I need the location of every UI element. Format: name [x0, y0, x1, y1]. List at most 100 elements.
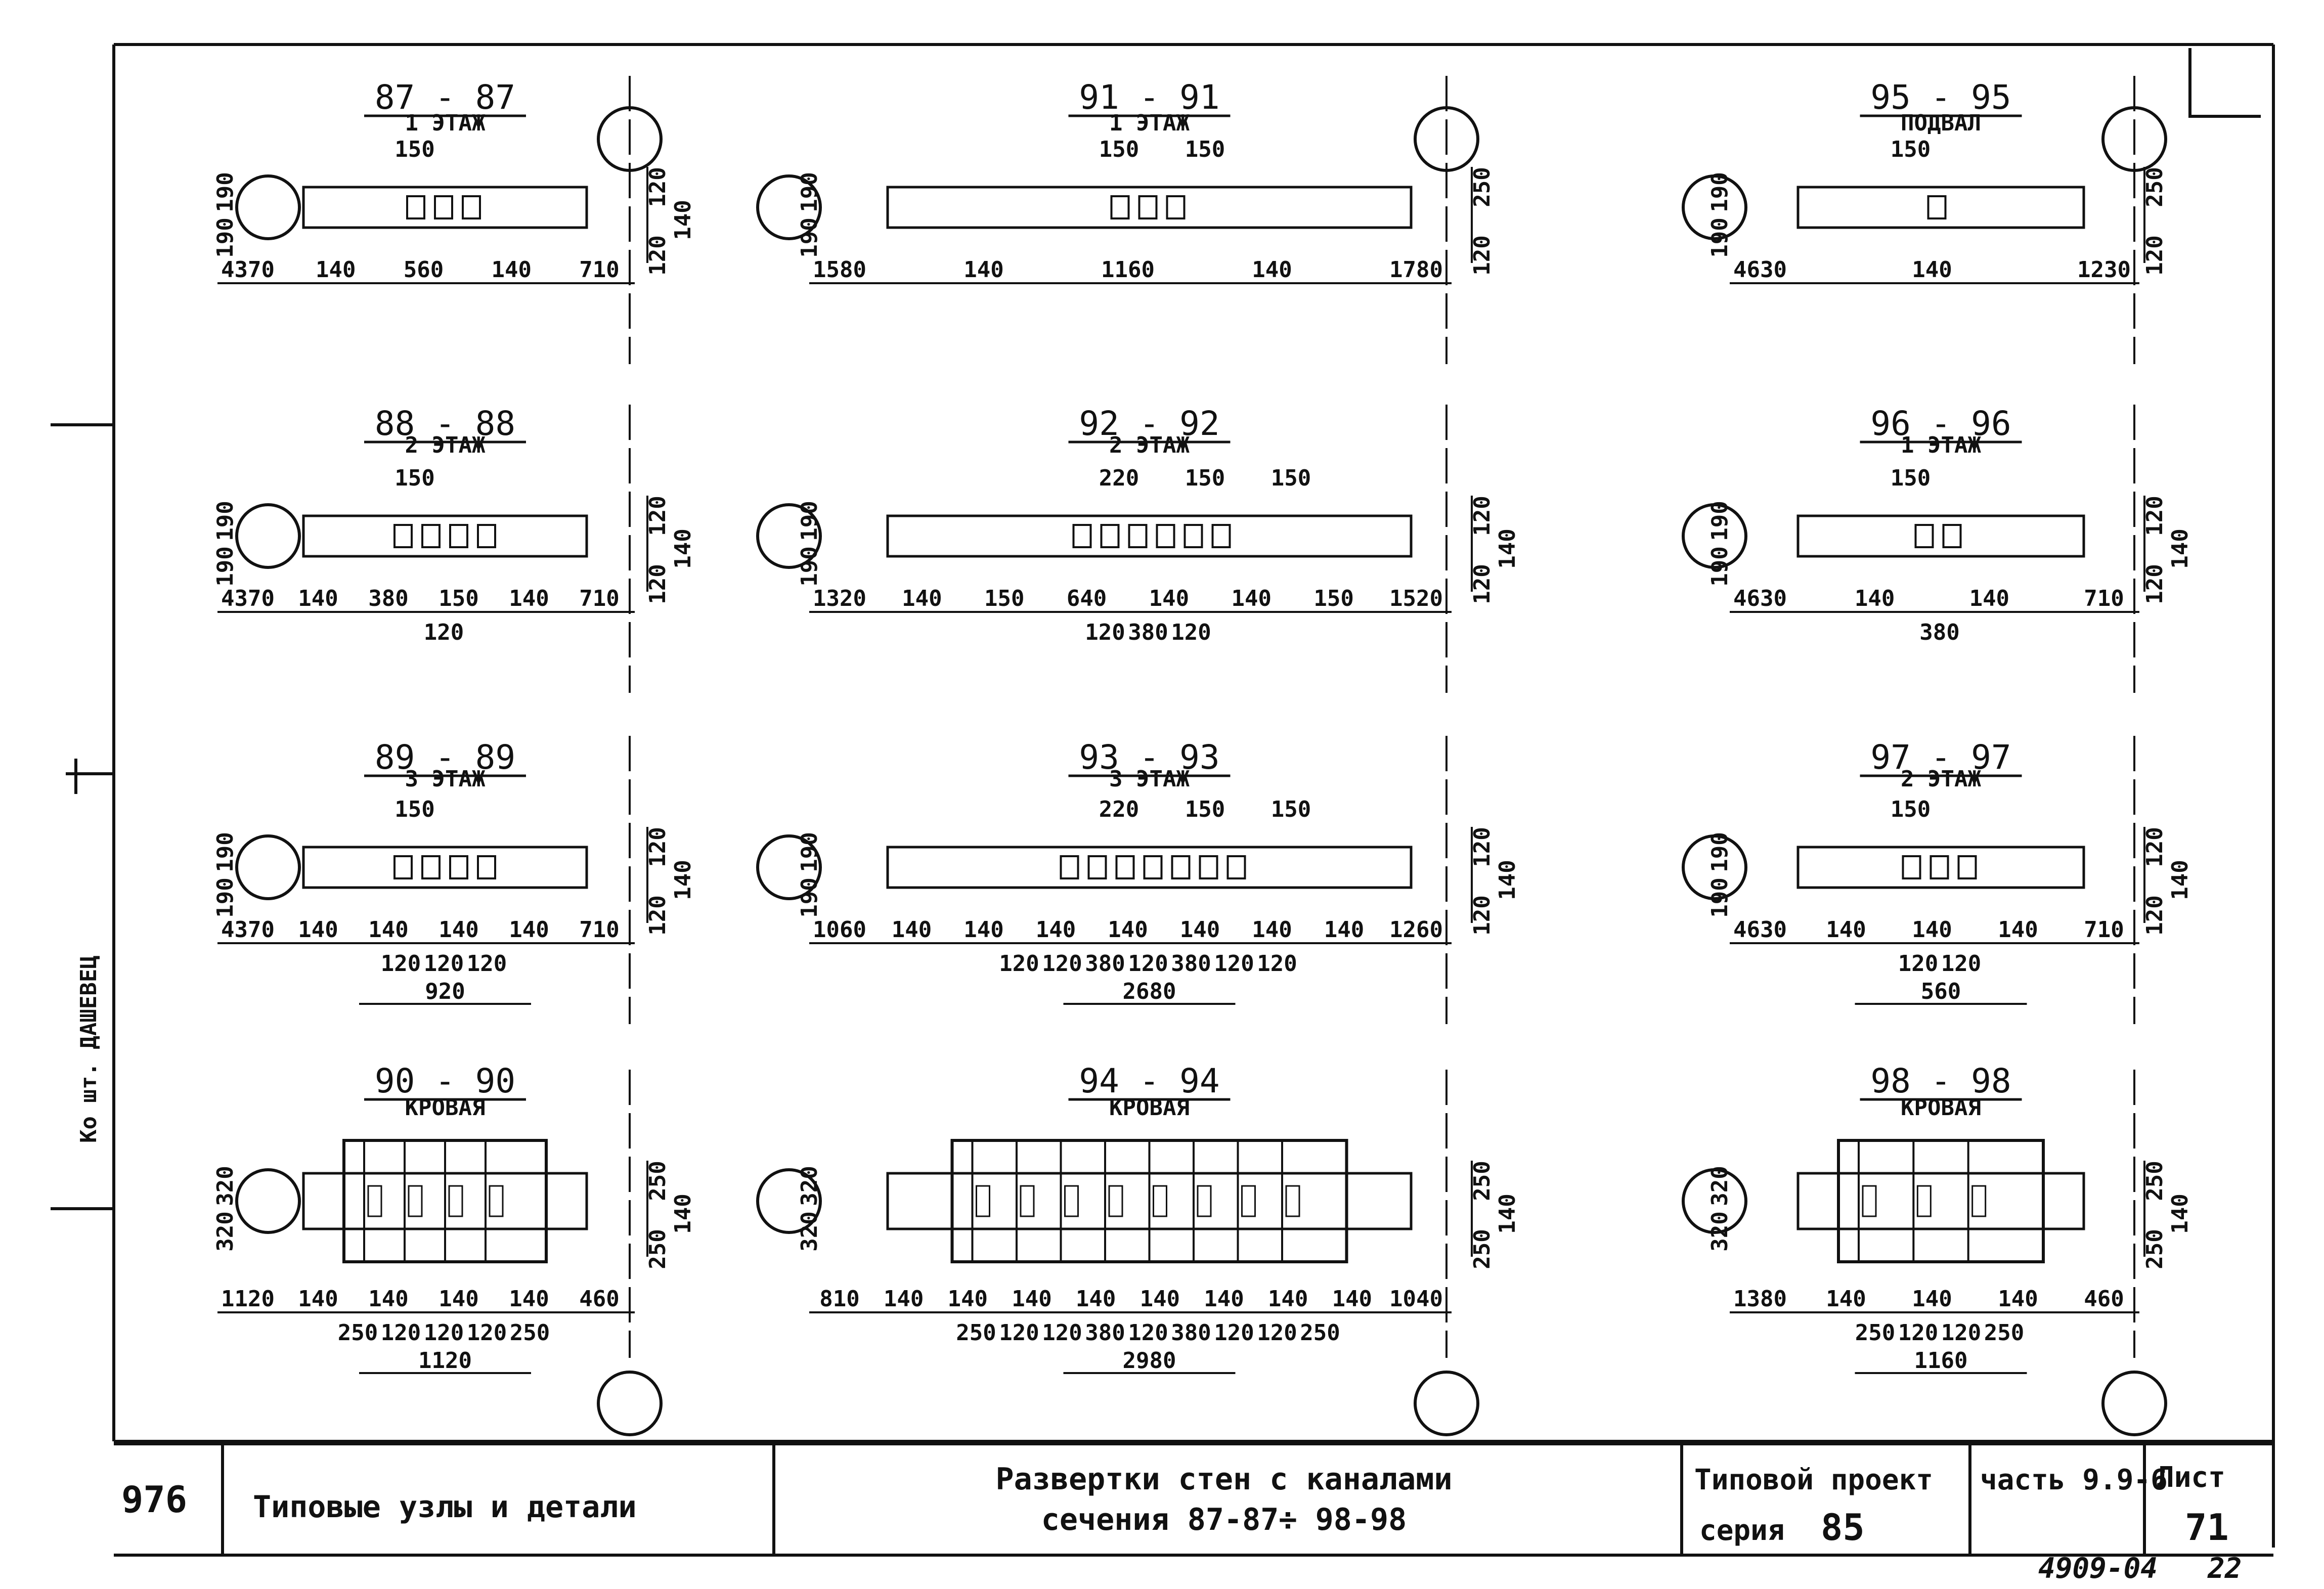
dim-width: 460 — [2084, 1286, 2124, 1312]
dim-thickness: 120 — [645, 564, 671, 604]
dim-width: 140 — [1998, 917, 2038, 943]
dim-wall-gap: 190 — [797, 501, 822, 541]
dim-top-note: 150 — [1271, 797, 1311, 822]
section-title: 88 - 88 — [375, 404, 515, 443]
dim-thickness: 250 — [645, 1161, 671, 1201]
section-title: 95 - 95 — [1870, 78, 2011, 117]
dim-sub-note: 120 — [467, 951, 507, 977]
dim-total-thickness: 140 — [670, 1194, 696, 1233]
dim-sub-note: 120 — [999, 951, 1039, 977]
channel-opening — [434, 195, 453, 219]
dim-wall-gap: 190 — [797, 877, 822, 917]
dim-width: 460 — [579, 1286, 619, 1312]
dim-thickness: 120 — [2142, 564, 2168, 604]
dim-wall-gap: 190 — [212, 832, 238, 872]
dim-thickness: 120 — [645, 167, 671, 207]
dim-width: 140 — [298, 917, 338, 943]
dim-wall-gap: 190 — [1707, 877, 1733, 917]
dim-width: 1520 — [1389, 586, 1443, 611]
dim-width: 4370 — [221, 917, 275, 943]
channel-opening — [1183, 524, 1203, 548]
dim-total-thickness: 140 — [2167, 528, 2193, 568]
dim-sub-note: 380 — [1128, 620, 1168, 645]
dim-sub-note: 120 — [1257, 951, 1297, 977]
section-floor: 2 ЭТАЖ — [1109, 432, 1190, 458]
dim-width: 150 — [1313, 586, 1353, 611]
dim-width: 140 — [1140, 1286, 1180, 1312]
dim-wall-gap: 190 — [1707, 546, 1733, 586]
dim-width: 810 — [819, 1286, 859, 1312]
dim-sub-note: 120 — [467, 1320, 507, 1346]
dim-width: 140 — [509, 1286, 549, 1312]
dim-width: 140 — [1969, 586, 2009, 611]
dim-wall-gap: 320 — [1707, 1211, 1733, 1251]
dim-width: 140 — [298, 1286, 338, 1312]
dim-wall-gap: 190 — [1707, 172, 1733, 212]
dim-sub-note: 120 — [1898, 1320, 1938, 1346]
dim-sub-note: 380 — [1085, 1320, 1125, 1346]
title-center-line2: сечения 87-87÷ 98-98 — [1041, 1502, 1407, 1537]
dim-width: 140 — [1012, 1286, 1051, 1312]
dim-sub-note: 120 — [1941, 951, 1981, 977]
dim-width: 140 — [368, 917, 408, 943]
section-title: 89 - 89 — [375, 738, 515, 777]
dim-thickness: 250 — [2142, 167, 2168, 207]
dim-width: 4630 — [1733, 917, 1787, 943]
channel-opening — [1100, 524, 1120, 548]
dim-width: 140 — [963, 917, 1003, 943]
dim-total-thickness: 140 — [670, 528, 696, 568]
dim-width: 1320 — [813, 586, 866, 611]
dim-sub-note: 250 — [1300, 1320, 1340, 1346]
axis-marker-left — [1682, 174, 1747, 240]
title-series-label: серия — [1699, 1514, 1785, 1547]
dim-width: 140 — [368, 1286, 408, 1312]
dim-sub-note: 120 — [1214, 1320, 1254, 1346]
dim-thickness: 120 — [2142, 827, 2168, 867]
section-title: 98 - 98 — [1870, 1062, 2011, 1100]
channel-opening — [1143, 855, 1163, 879]
dim-total: 560 — [1921, 979, 1961, 1004]
dim-width: 140 — [1826, 1286, 1866, 1312]
dim-sub-note: 120 — [1042, 951, 1082, 977]
dim-top-note: 150 — [1891, 797, 1931, 822]
dim-width: 140 — [1912, 917, 1952, 943]
title-part: часть 9.9-6 — [1980, 1464, 2168, 1496]
channel-opening — [1064, 1185, 1079, 1217]
section-floor: 3 ЭТАЖ — [405, 766, 486, 792]
dim-width: 140 — [1149, 586, 1189, 611]
channel-opening — [1171, 855, 1191, 879]
channel-opening — [1199, 855, 1218, 879]
axis-marker-left — [235, 1168, 301, 1234]
dim-sub-note: 120 — [1128, 951, 1168, 977]
dim-wall-gap: 190 — [1707, 501, 1733, 541]
dim-wall-gap: 190 — [212, 172, 238, 212]
dim-top-note: 220 — [1099, 797, 1139, 822]
dim-width: 4370 — [221, 257, 275, 283]
dim-thickness: 120 — [645, 827, 671, 867]
left-margin-marks — [51, 423, 114, 1210]
wall-strip — [1796, 186, 2085, 229]
dim-width: 140 — [1232, 586, 1271, 611]
dim-thickness: 120 — [1469, 496, 1495, 536]
dim-thickness: 120 — [2142, 235, 2168, 275]
dim-total: 2980 — [1123, 1348, 1176, 1374]
channel-opening — [1927, 195, 1947, 219]
section-title: 96 - 96 — [1870, 404, 2011, 443]
dim-top-note: 150 — [394, 797, 434, 822]
channel-opening — [477, 524, 496, 548]
dim-width: 140 — [1108, 917, 1148, 943]
dim-wall-gap: 320 — [797, 1211, 822, 1251]
dim-sub-note: 120 — [1214, 951, 1254, 977]
dim-width: 380 — [368, 586, 408, 611]
dim-sub-note: 380 — [1171, 951, 1211, 977]
axis-marker-right — [597, 106, 663, 172]
axis-marker-left — [1682, 503, 1747, 569]
wall-strip — [1796, 1172, 2085, 1230]
axis-marker-right — [1414, 106, 1479, 172]
dim-total-thickness: 140 — [670, 200, 696, 240]
dim-width: 140 — [892, 917, 932, 943]
channel-opening — [1211, 524, 1231, 548]
dim-sub-note: 250 — [1984, 1320, 2024, 1346]
dim-width: 140 — [1180, 917, 1220, 943]
channel-opening — [489, 1185, 504, 1217]
